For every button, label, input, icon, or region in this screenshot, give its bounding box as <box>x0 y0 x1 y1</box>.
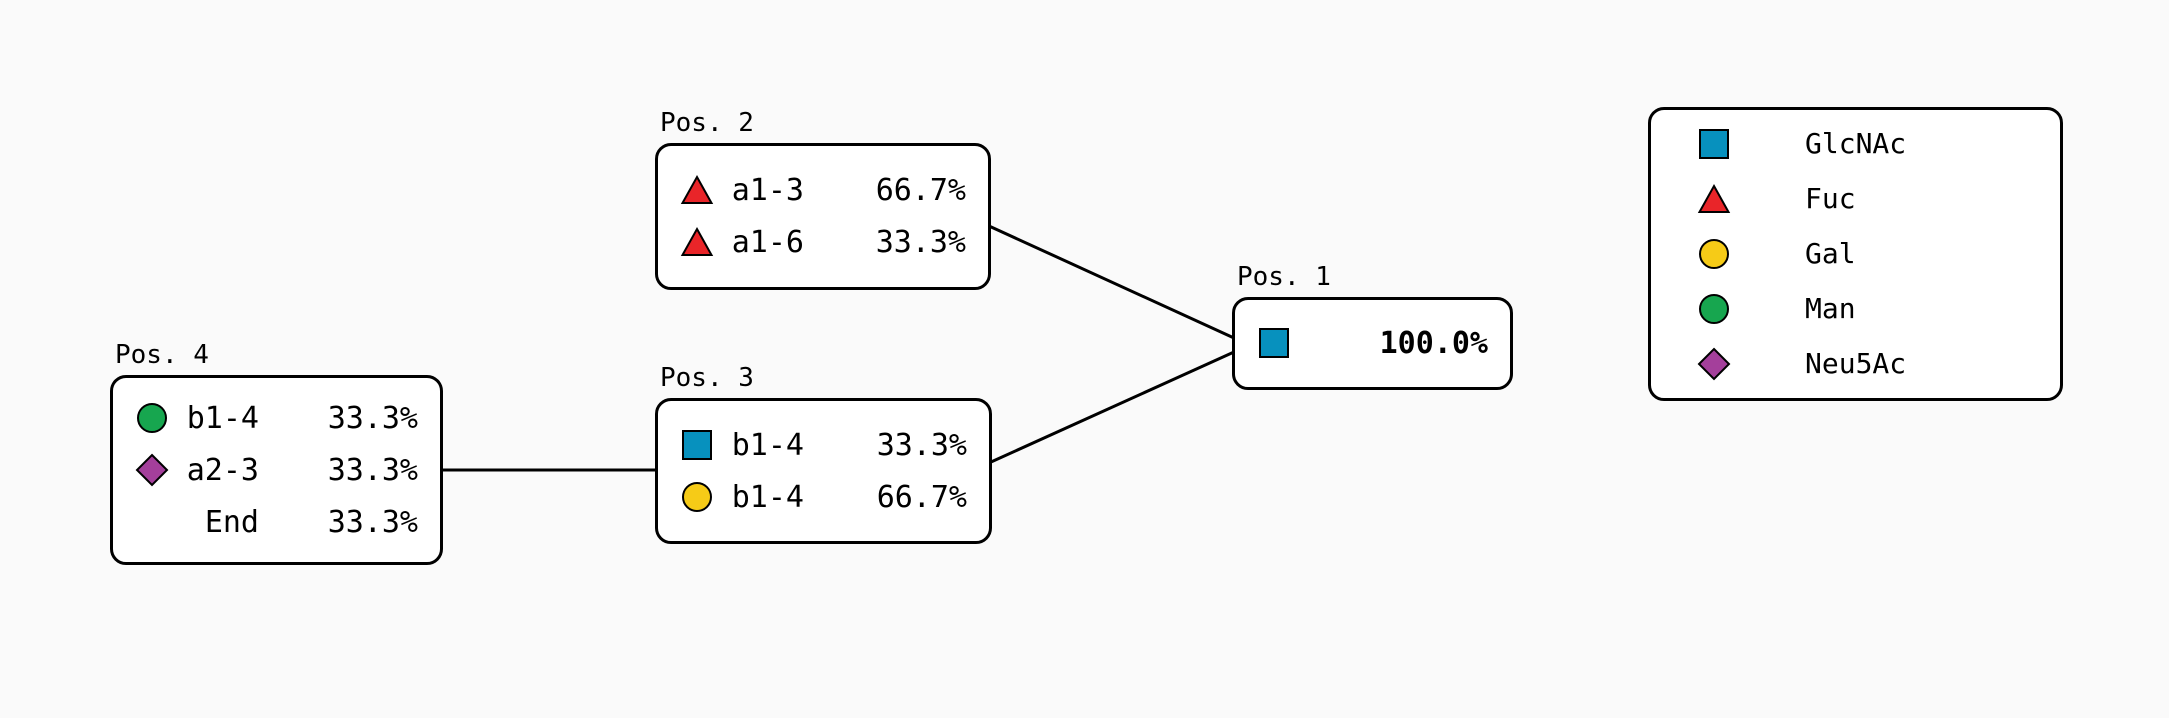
node-pos-3-title: Pos. 3 <box>660 363 754 393</box>
node-row: a2-3 33.3% <box>113 444 440 496</box>
neu5ac-diamond-icon <box>135 453 169 487</box>
legend-item-glcnac: GlcNAc <box>1651 116 2060 171</box>
linkage-label: b1-4 <box>186 400 259 436</box>
fuc-triangle-icon <box>680 225 714 259</box>
icon-spacer <box>135 505 169 539</box>
node-pos-4-title: Pos. 4 <box>115 340 209 370</box>
node-row: a1-3 66.7% <box>658 164 988 216</box>
glcnac-square-icon <box>1257 326 1291 360</box>
legend-label: Man <box>1805 292 1856 325</box>
linkage-label: a1-6 <box>731 224 804 260</box>
node-pos-2-title: Pos. 2 <box>660 108 754 138</box>
linkage-label: a2-3 <box>186 452 259 488</box>
node-pos-3-body: b1-4 33.3% b1-4 66.7% <box>658 401 989 541</box>
node-pos-4: Pos. 4 b1-4 33.3% a2-3 33.3% End 33.3% <box>110 340 443 565</box>
linkage-label: End <box>204 504 259 540</box>
linkage-label: b1-4 <box>731 427 804 463</box>
probability-value: 33.3% <box>875 224 966 260</box>
node-pos-3: Pos. 3 b1-4 33.3% b1-4 66.7% <box>655 363 992 544</box>
legend-item-man: Man <box>1651 281 2060 336</box>
probability-value: 33.3% <box>327 452 418 488</box>
node-pos-4-body: b1-4 33.3% a2-3 33.3% End 33.3% <box>113 378 440 562</box>
glcnac-square-icon <box>1697 127 1731 161</box>
legend-label: Fuc <box>1805 182 1856 215</box>
probability-value: 66.7% <box>876 479 967 515</box>
neu5ac-diamond-icon <box>1697 347 1731 381</box>
gal-circle-icon <box>680 480 714 514</box>
node-row: b1-4 33.3% <box>113 392 440 444</box>
legend-label: Gal <box>1805 237 1856 270</box>
node-pos-1: Pos. 1 100.0% <box>1232 262 1513 390</box>
man-circle-icon <box>1697 292 1731 326</box>
probability-value: 100.0% <box>1379 325 1488 361</box>
legend-body: GlcNAc Fuc Gal Man <box>1651 110 2060 397</box>
legend: GlcNAc Fuc Gal Man <box>1648 107 2063 401</box>
linkage-label: a1-3 <box>731 172 804 208</box>
node-row: b1-4 66.7% <box>658 471 989 523</box>
node-row: b1-4 33.3% <box>658 419 989 471</box>
node-pos-2-body: a1-3 66.7% a1-6 33.3% <box>658 146 988 286</box>
probability-value: 33.3% <box>327 504 418 540</box>
legend-label: Neu5Ac <box>1805 347 1907 380</box>
fuc-triangle-icon <box>680 173 714 207</box>
legend-item-neu5ac: Neu5Ac <box>1651 336 2060 391</box>
legend-item-gal: Gal <box>1651 226 2060 281</box>
node-pos-1-body: 100.0% <box>1235 300 1510 386</box>
probability-value: 66.7% <box>875 172 966 208</box>
edge-pos3-pos1 <box>990 350 1235 464</box>
node-pos-1-title: Pos. 1 <box>1237 262 1331 292</box>
legend-item-fuc: Fuc <box>1651 171 2060 226</box>
probability-value: 33.3% <box>876 427 967 463</box>
node-pos-2: Pos. 2 a1-3 66.7% a1-6 33.3% <box>655 108 991 290</box>
glcnac-square-icon <box>680 428 714 462</box>
node-row: 100.0% <box>1235 317 1510 369</box>
node-row: a1-6 33.3% <box>658 216 988 268</box>
fuc-triangle-icon <box>1697 182 1731 216</box>
node-row: End 33.3% <box>113 496 440 548</box>
linkage-label: b1-4 <box>731 479 804 515</box>
legend-label: GlcNAc <box>1805 127 1907 160</box>
probability-value: 33.3% <box>327 400 418 436</box>
gal-circle-icon <box>1697 237 1731 271</box>
man-circle-icon <box>135 401 169 435</box>
edge-pos2-pos1 <box>988 224 1235 340</box>
